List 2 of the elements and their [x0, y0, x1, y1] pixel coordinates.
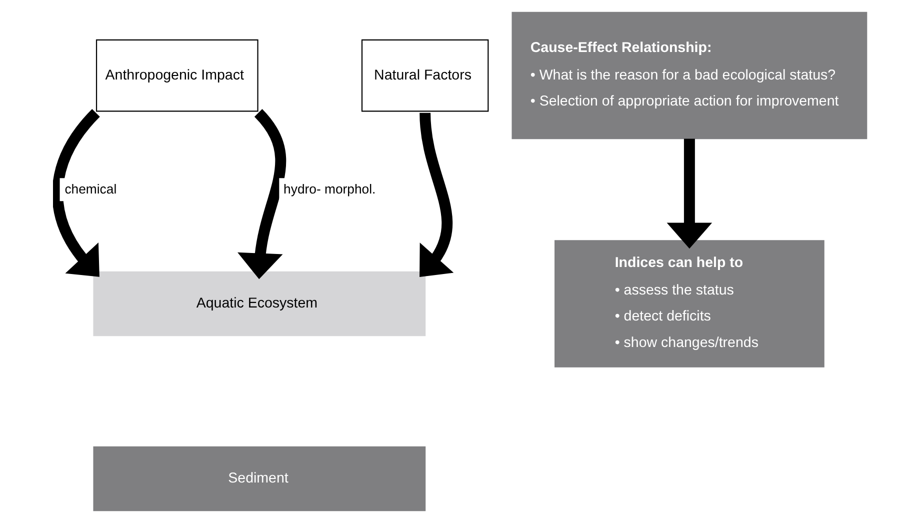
edge-label: hydro- morphol. [284, 182, 376, 197]
edge-label: chemical [64, 182, 117, 197]
